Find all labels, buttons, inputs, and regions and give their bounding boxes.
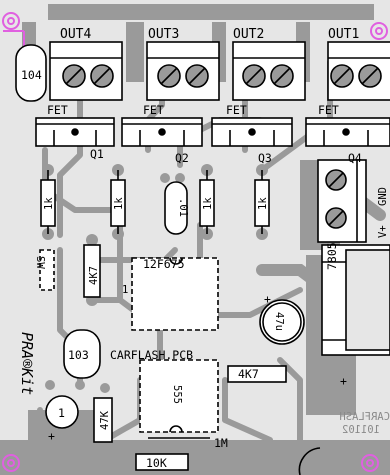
cap-104-label: 104 — [21, 68, 42, 82]
sw-label: SW — [34, 256, 46, 269]
regulator-plus: + — [340, 374, 347, 388]
resistor-r3-label: 1k — [202, 197, 214, 210]
terminal-out1 — [327, 41, 390, 101]
cap-01-label: .01 — [177, 198, 189, 217]
cap-47-plus: + — [264, 292, 271, 306]
copper-fill-bottom-mid — [180, 440, 300, 475]
fet-label-3: FET — [226, 103, 247, 117]
cap-01-outline — [164, 181, 188, 235]
trace-11 — [222, 377, 273, 443]
regulator-7805-outline — [321, 244, 390, 356]
ic-555-label: 555 — [171, 385, 183, 404]
resistor-10k-label: 10K — [146, 456, 167, 470]
cap-bottom-right-outline — [298, 447, 321, 475]
cap-103-label: 103 — [68, 348, 89, 362]
out3-label: OUT3 — [148, 27, 179, 42]
fet-q4-outline — [305, 117, 390, 147]
switch-header-outline — [39, 249, 55, 291]
resistor-r2-label: 1k — [113, 197, 125, 210]
vplus-label: V+ — [377, 225, 389, 238]
regulator-label: 7805 — [325, 242, 339, 270]
fet-label-1: FET — [47, 103, 68, 117]
output-terminals — [49, 41, 390, 101]
resistor-4k7-left-label: 4K7 — [88, 266, 100, 285]
power-terminal-block — [317, 159, 367, 243]
fet-q1-outline — [35, 117, 115, 147]
q2-label: Q2 — [175, 151, 189, 165]
resistor-10k-outline — [135, 453, 189, 471]
fet-label-4: FET — [318, 103, 339, 117]
mounting-hole-br — [361, 454, 379, 472]
terminal-out2 — [232, 41, 306, 101]
cap-1-plus: + — [48, 429, 55, 443]
terminal-out3 — [146, 41, 220, 101]
q3-label: Q3 — [258, 151, 272, 165]
resistor-47k-outline — [93, 397, 113, 443]
mirrored-text-line1: CARFLASH — [339, 411, 390, 423]
silkscreen-text: OUT4 OUT3 OUT2 OUT1 104 FET FET FET FET … — [18, 27, 390, 470]
cap-1-label: 1 — [58, 406, 65, 420]
cap-103-outline — [63, 329, 101, 379]
resistors-1k — [40, 170, 270, 234]
top-copper-fill — [48, 4, 374, 20]
gnd-label: GND — [377, 187, 389, 206]
ic-555-outline — [139, 359, 219, 433]
resistor-47k-label: 47K — [99, 410, 111, 430]
fet-outlines — [35, 117, 390, 147]
mirrored-text-line2: 101102 — [342, 424, 380, 436]
q1-label: Q1 — [90, 147, 104, 161]
resistor-4k7-left-outline — [83, 244, 101, 298]
cap-1-outline — [45, 395, 79, 429]
cap-47u-outline — [259, 299, 305, 345]
silkscreen-layer — [2, 12, 390, 475]
copper-fill-1 — [126, 22, 144, 82]
out4-label: OUT4 — [60, 27, 91, 42]
terminal-out4 — [49, 41, 123, 101]
ic-12f675-outline — [131, 257, 219, 331]
out1-label: OUT1 — [328, 27, 359, 42]
cap-47u-label: 47u — [273, 312, 285, 331]
trace-5 — [42, 147, 123, 213]
resistor-4k7-bottom-label: 4K7 — [238, 367, 259, 381]
ic-12f675-label: 12F675 — [143, 257, 185, 271]
brand-label: PRA®Kit — [18, 332, 36, 395]
mounting-hole-bl — [2, 454, 20, 472]
resistor-r1-label: 1k — [43, 197, 55, 210]
out2-label: OUT2 — [233, 27, 264, 42]
fet-q2-outline — [121, 117, 203, 147]
resistor-4k7-bottom-outline — [227, 365, 287, 383]
pcb-name-label: CARFLASH.PCB — [110, 348, 193, 362]
mounting-hole-tr — [370, 22, 388, 40]
mounting-hole-tl — [2, 12, 25, 50]
ic-pin1-label: 1 — [122, 284, 128, 296]
trace-1 — [57, 59, 83, 238]
resistor-1m-label: 1M — [214, 436, 228, 450]
fet-label-2: FET — [143, 103, 164, 117]
cap-104-outline — [15, 44, 47, 102]
fet-q3-outline — [211, 117, 293, 147]
q4-label: Q4 — [348, 151, 362, 165]
resistor-r4-label: 1k — [257, 197, 269, 210]
